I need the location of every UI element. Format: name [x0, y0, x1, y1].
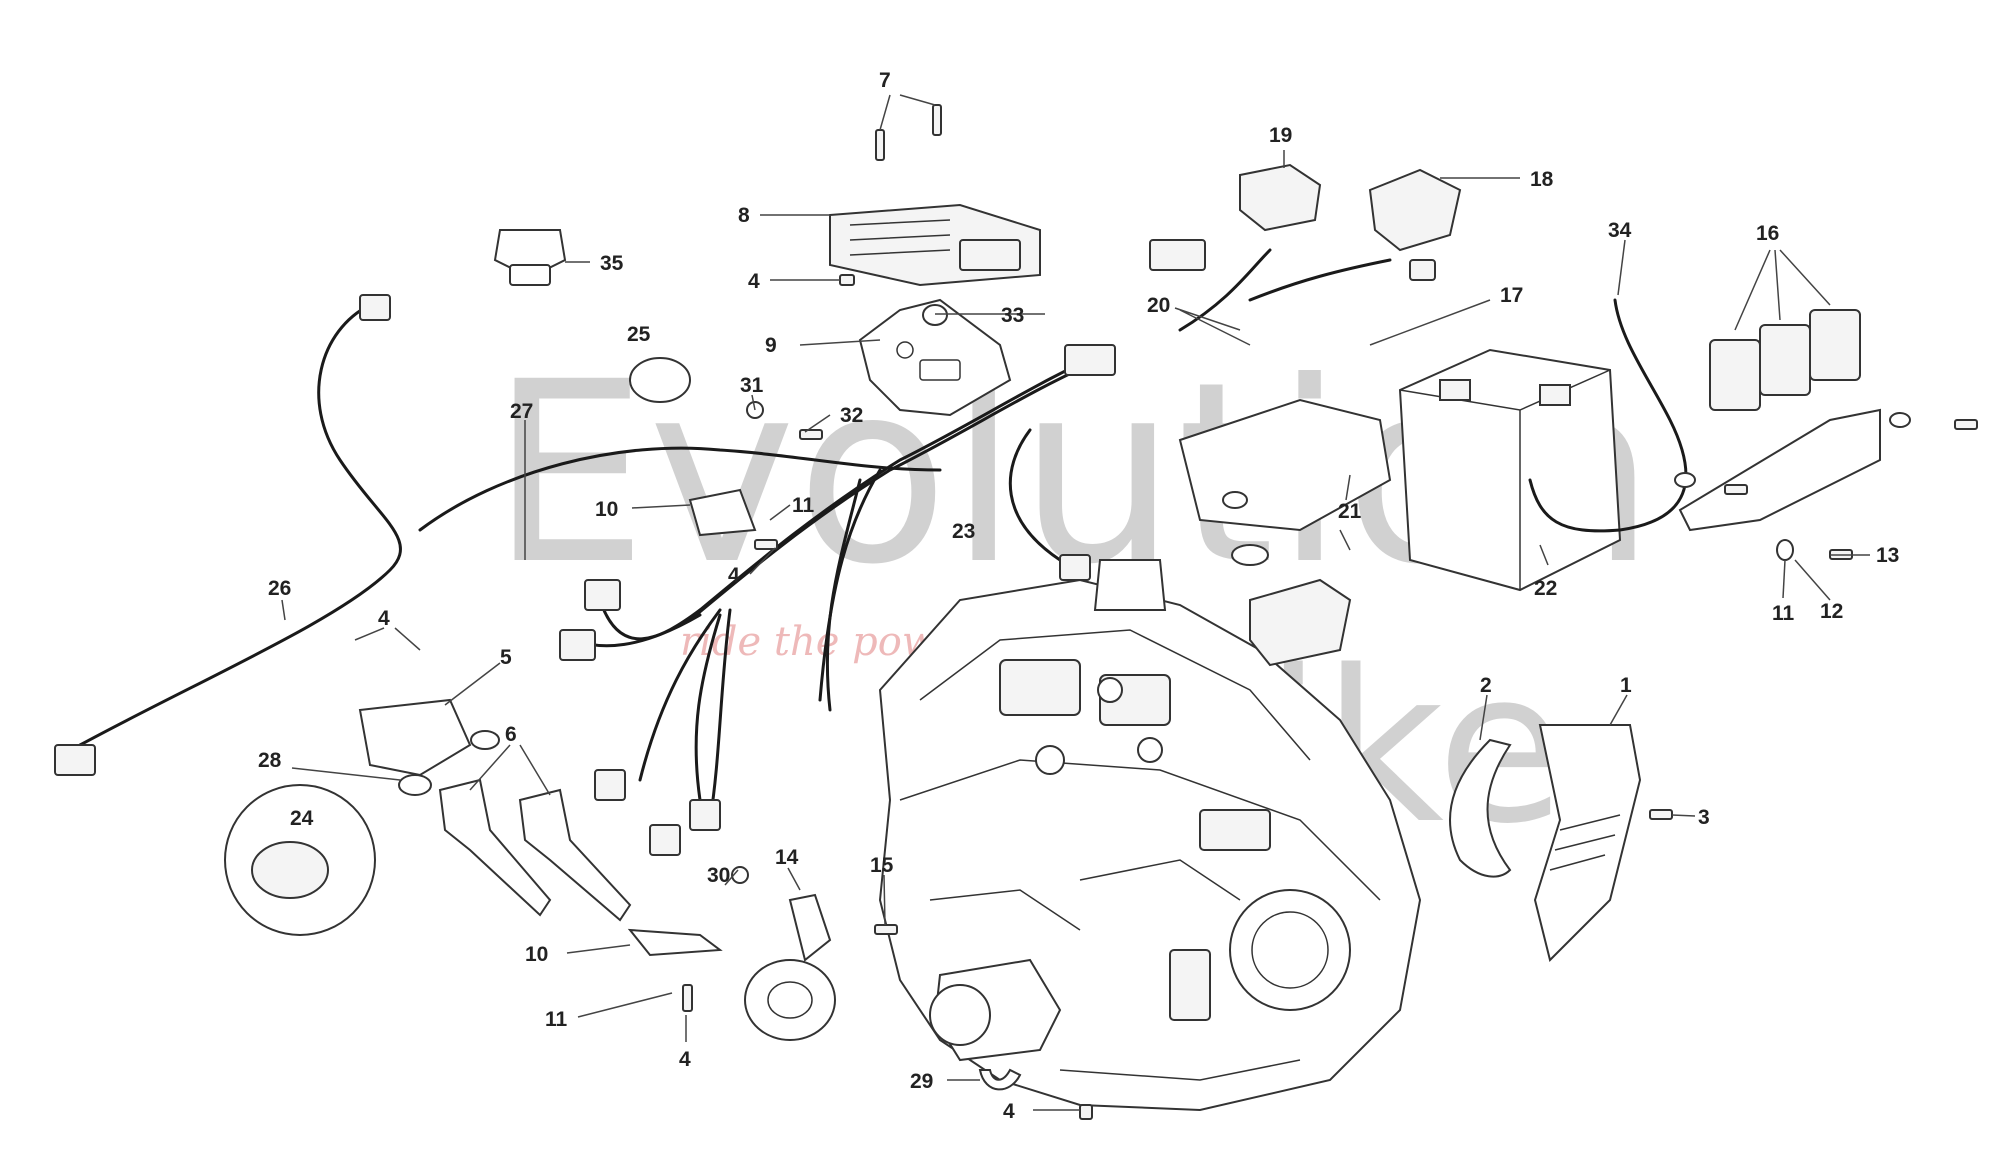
- clamp-25: [629, 357, 691, 403]
- callout-9: 9: [765, 334, 777, 357]
- callout-10-upper: 10: [595, 498, 618, 521]
- cover-gasket-2: [1449, 738, 1512, 878]
- callout-20: 20: [1147, 294, 1170, 317]
- bracket-5: [358, 698, 472, 777]
- callout-31: 31: [740, 374, 764, 397]
- callout-11-right: 11: [1772, 602, 1795, 625]
- fuse-bracket: [1678, 408, 1881, 532]
- callout-4-bottom: 4: [679, 1048, 691, 1071]
- callout-26: 26: [268, 577, 291, 600]
- callout-3: 3: [1698, 806, 1710, 829]
- callout-25: 25: [627, 323, 651, 346]
- leader-lines: [281, 94, 1870, 1111]
- callout-34: 34: [1608, 219, 1632, 242]
- callout-27: 27: [510, 400, 533, 423]
- engine-block: [878, 559, 1422, 1112]
- callout-10-lower: 10: [525, 943, 548, 966]
- callout-4-mid: 4: [728, 564, 740, 587]
- callout-4-top: 4: [748, 270, 760, 293]
- pickup-14: [744, 893, 836, 1041]
- relay-19: [1239, 163, 1322, 232]
- callout-32: 32: [840, 404, 863, 427]
- callout-11-upper: 11: [792, 494, 815, 517]
- washer-28: [398, 774, 432, 796]
- callout-5: 5: [500, 646, 512, 669]
- callout-30: 30: [707, 864, 730, 887]
- fuse-set: [1709, 309, 1861, 411]
- battery: [1398, 348, 1622, 592]
- clip-29: [978, 1068, 1022, 1091]
- harness-cable-27: [418, 446, 942, 532]
- clip-10-lower: [627, 928, 723, 957]
- battery-cable: [1528, 298, 1688, 533]
- sensor-21: [1249, 578, 1352, 667]
- ignition-coils: [438, 778, 632, 922]
- callout-2: 2: [1480, 674, 1492, 697]
- callout-11-lower: 11: [545, 1008, 568, 1031]
- callout-labels: 7 19 18 8 35 34 16 4 33 20 17 25 9 31 27…: [258, 69, 1899, 1123]
- mounting-plate: [858, 298, 1012, 417]
- bolts: [470, 104, 1978, 1120]
- callout-4-engine: 4: [1003, 1100, 1015, 1123]
- callout-4-left: 4: [378, 607, 390, 630]
- callout-13: 13: [1876, 544, 1899, 567]
- callout-1: 1: [1620, 674, 1632, 697]
- callout-19: 19: [1269, 124, 1292, 147]
- callout-7: 7: [879, 69, 891, 92]
- main-wiring-harness: [559, 239, 1436, 856]
- callout-23: 23: [952, 520, 975, 543]
- callout-12: 12: [1820, 600, 1843, 623]
- callout-18: 18: [1530, 168, 1554, 191]
- callout-15: 15: [870, 854, 894, 877]
- callout-6: 6: [505, 723, 517, 746]
- rectifier-regulator: [829, 203, 1041, 287]
- callout-28: 28: [258, 749, 282, 772]
- cover-18: [1368, 168, 1462, 252]
- callout-14: 14: [775, 846, 799, 869]
- callout-22: 22: [1534, 577, 1557, 600]
- callout-35: 35: [600, 252, 624, 275]
- callout-16: 16: [1756, 222, 1779, 245]
- callout-33: 33: [1001, 304, 1024, 327]
- callout-8: 8: [738, 204, 750, 227]
- clip-10-upper: [688, 488, 757, 537]
- part-35: [493, 229, 567, 286]
- callout-17: 17: [1500, 284, 1523, 307]
- harness-cable-26: [78, 303, 402, 747]
- callout-24: 24: [290, 807, 314, 830]
- callout-21: 21: [1338, 500, 1362, 523]
- callout-29: 29: [910, 1070, 933, 1093]
